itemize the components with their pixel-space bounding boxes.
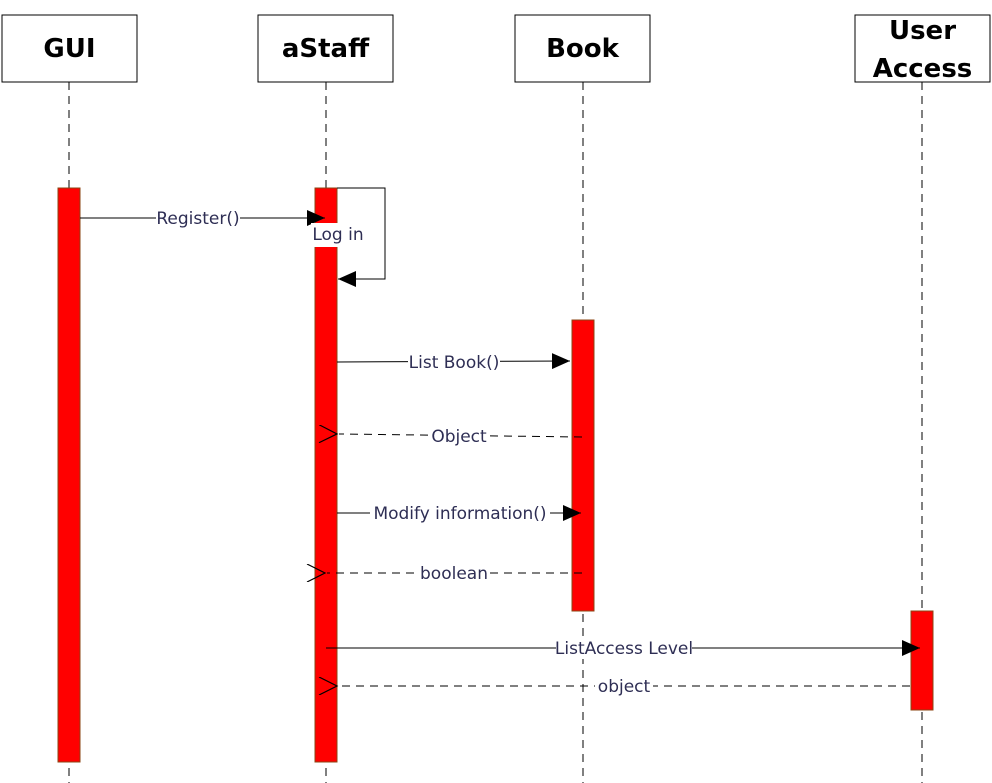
message-login-label: Log in — [312, 225, 363, 245]
message-object-return-label: Object — [431, 427, 487, 447]
message-modify-information: Modify information() — [337, 502, 581, 524]
message-list-access-level: ListAccess Level — [326, 637, 920, 659]
participant-useraccess-label-line2: Access — [873, 54, 973, 84]
activation-astaff — [314, 187, 338, 763]
message-list-book-label: List Book() — [409, 353, 500, 373]
participant-astaff-label: aStaff — [282, 34, 370, 64]
participant-astaff: aStaff — [257, 14, 394, 83]
message-boolean-return-label: boolean — [420, 564, 488, 584]
participant-book-label: Book — [546, 34, 620, 64]
message-register: Register() — [80, 207, 325, 229]
participant-gui-label: GUI — [43, 34, 95, 64]
participant-book: Book — [514, 14, 651, 83]
message-object-return: Object — [339, 425, 583, 447]
message-list-access-level-label: ListAccess Level — [555, 639, 693, 659]
activation-book — [571, 319, 595, 612]
participant-gui: GUI — [1, 14, 138, 83]
participant-useraccess-label-line1: User — [889, 16, 956, 46]
message-list-book: List Book() — [336, 351, 571, 373]
message-login-self: Log in — [311, 187, 386, 287]
message-object-return-2: object — [339, 675, 910, 697]
message-object-return-2-label: object — [598, 677, 651, 697]
activation-gui — [57, 187, 81, 763]
message-modify-information-label: Modify information() — [373, 504, 546, 524]
message-boolean-return: boolean — [327, 562, 582, 584]
participant-useraccess: User Access — [854, 14, 991, 84]
activation-useraccess — [910, 610, 934, 711]
message-register-label: Register() — [156, 209, 239, 229]
